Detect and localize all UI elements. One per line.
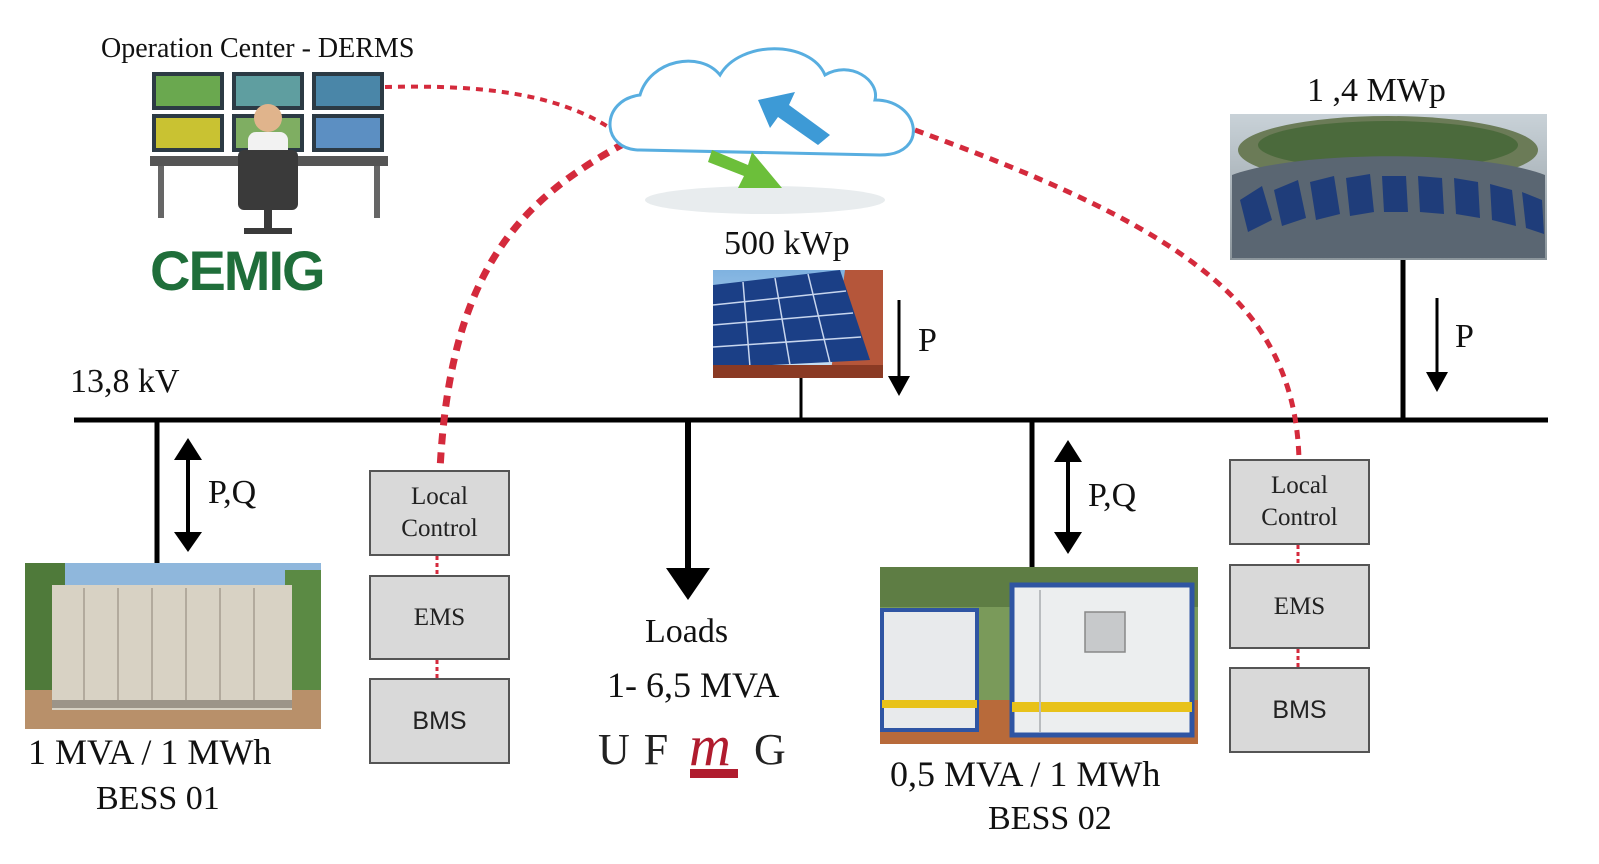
pv-stadium-photo [1230,114,1547,260]
bess02-name-label: BESS 02 [988,800,1112,837]
bess02-bms-label: BMS [1272,696,1327,724]
pv-stadium-power-arrow [1426,298,1448,392]
bess01-capacity-label: 1 MVA / 1 MWh [28,732,272,772]
loads-arrow [666,568,710,600]
pv-roof-photo [712,270,883,378]
bess02-capacity-label: 0,5 MVA / 1 MWh [890,754,1161,794]
loads-label: Loads [645,613,729,650]
pv-stadium-flow-label: P [1455,318,1474,355]
bess01-bidirectional-arrow [174,438,202,552]
bess02-local-control-box: Local Control [1229,459,1370,545]
operation-center-label: Operation Center - DERMS [101,33,415,64]
bus-voltage-label: 13,8 kV [70,363,180,400]
bess02-flow-label: P,Q [1088,477,1137,514]
bess01-bms-box: BMS [369,678,510,764]
bess01-bms-label: BMS [412,707,467,735]
loads-range-label: 1- 6,5 MVA [607,665,780,705]
bess02-ems-label: EMS [1273,592,1326,620]
comm-link-cloud-bess01 [436,139,627,471]
pv-roof-flow-label: P [918,322,937,359]
bess02-ems-box: EMS [1229,564,1370,649]
comm-link-cloud-bess02 [914,127,1302,461]
cemig-logo: CEMIG [150,239,326,302]
ufmg-logo-right: G [754,725,800,774]
bess01-photo [25,563,321,729]
ufmg-logo-m: m [689,713,731,778]
bess02-local-control-label: Local Control [1261,472,1338,531]
bess01-flow-label: P,Q [208,474,257,511]
bess01-name-label: BESS 01 [96,780,220,817]
ufmg-underline [690,769,738,778]
bess02-bidirectional-arrow [1054,440,1082,554]
bess01-ems-box: EMS [369,575,510,660]
bess02-photo [880,567,1198,744]
bess01-local-control-label: Local Control [401,483,478,542]
ufmg-logo-left: UF [598,725,683,774]
pv-roof-label: 500 kWp [724,225,850,262]
comm-link-derms-cloud [384,84,622,137]
pv-stadium-label: 1 ,4 MWp [1307,72,1446,109]
bess01-local-control-box: Local Control [369,470,510,556]
pv-roof-power-arrow [888,300,910,396]
bess02-bms-box: BMS [1229,667,1370,753]
cloud-icon [608,47,915,214]
bess01-ems-label: EMS [413,603,466,631]
operation-center-icon [150,72,388,234]
